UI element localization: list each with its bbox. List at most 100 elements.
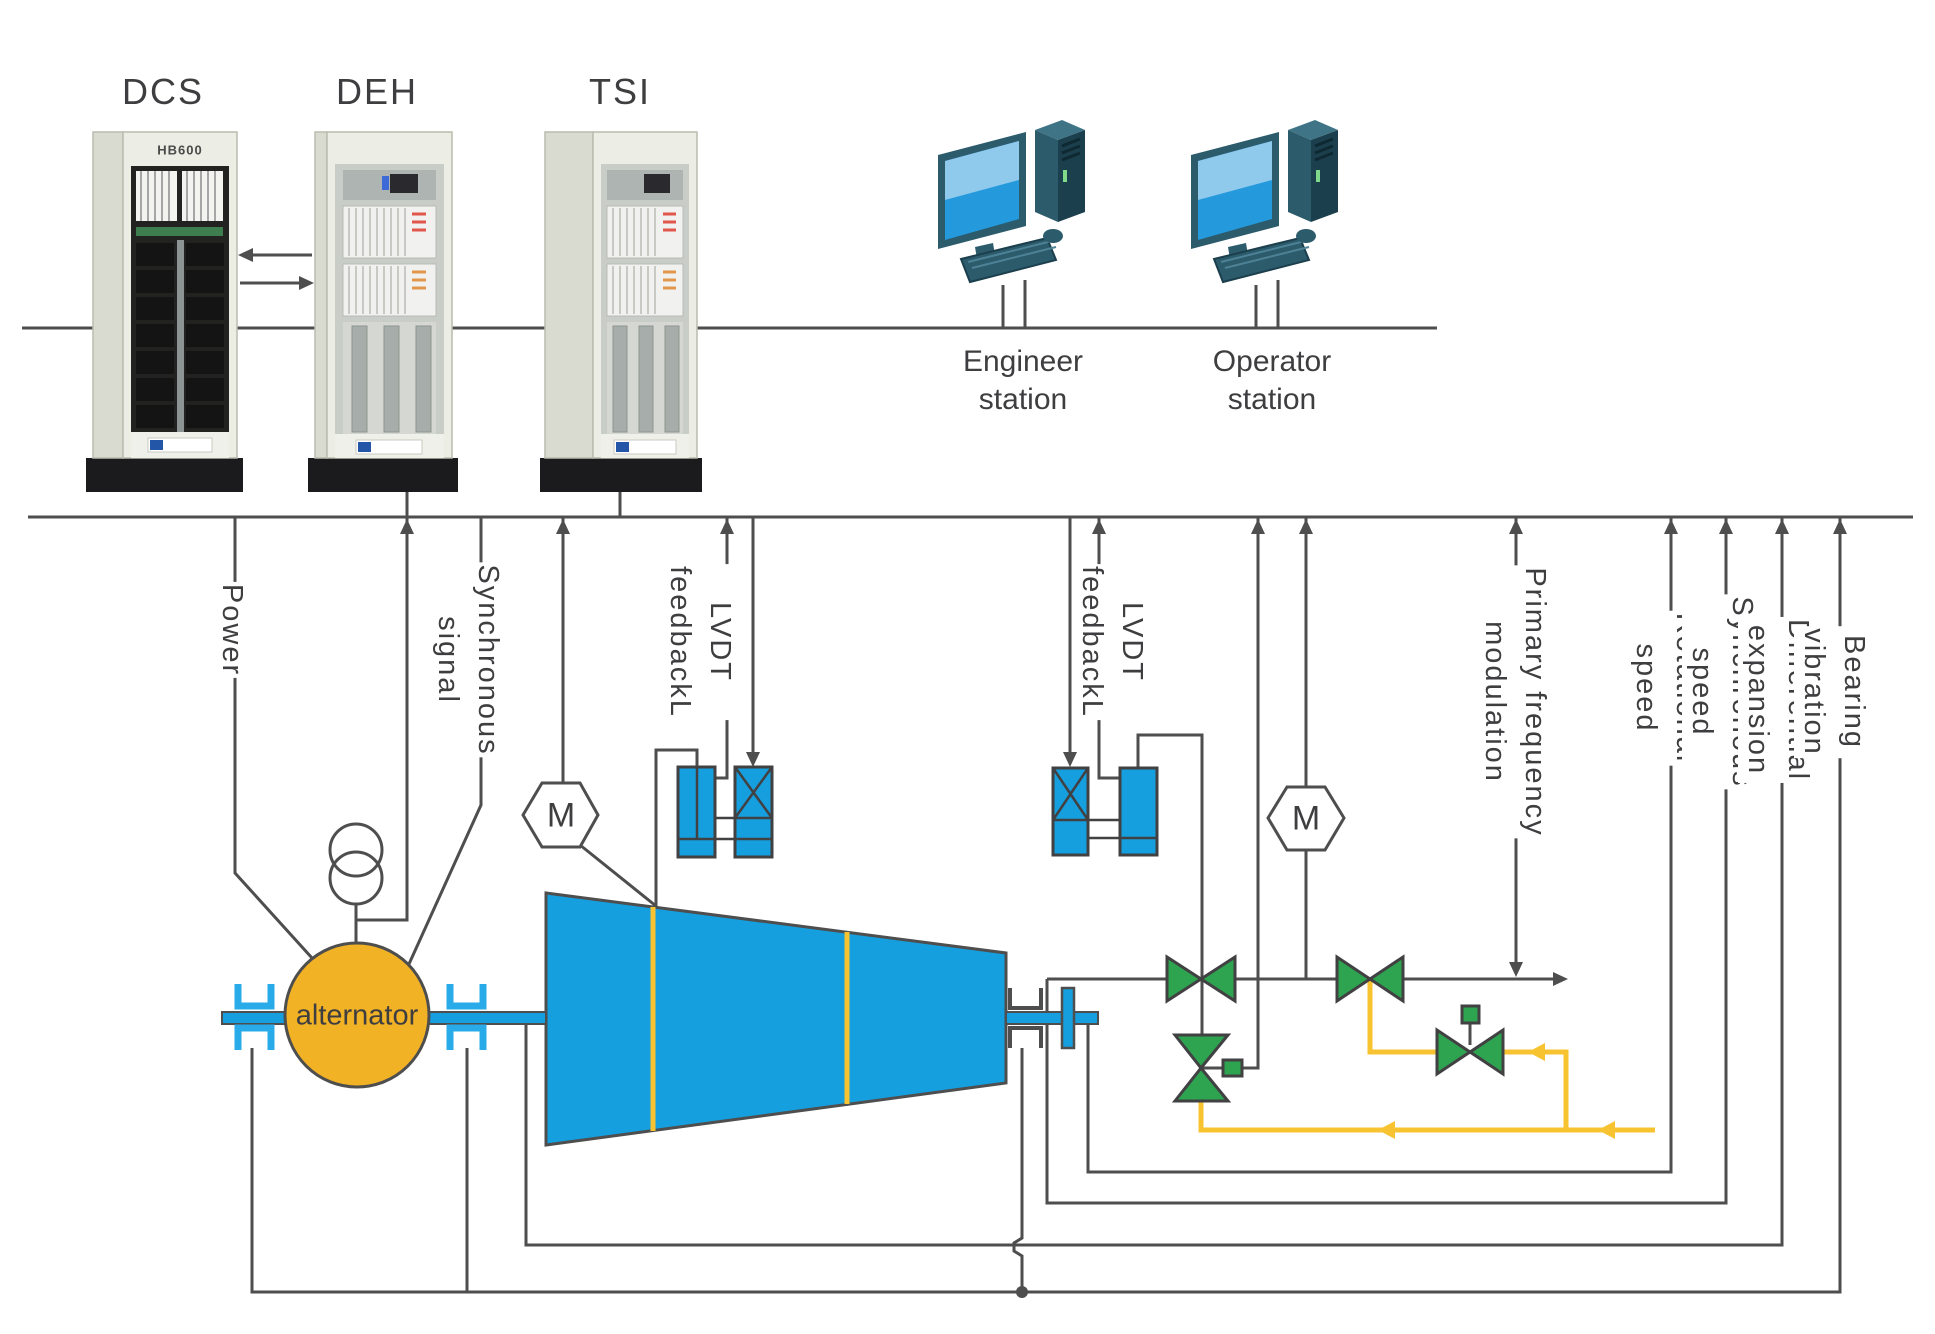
lvdt1-internals bbox=[678, 766, 774, 841]
station-legs bbox=[1001, 280, 1280, 328]
turbine-stage-dividers bbox=[650, 907, 850, 1131]
dcs-duct bbox=[177, 240, 184, 432]
valves bbox=[1165, 954, 1505, 1103]
shaft-right bbox=[1005, 1011, 1099, 1025]
valve3-left bbox=[1435, 1027, 1473, 1077]
dcs-cards bbox=[140, 171, 216, 221]
arrow-up-1306 bbox=[1299, 519, 1313, 534]
deh-title: DEH bbox=[335, 71, 419, 112]
dcs-modules bbox=[136, 243, 224, 428]
arrow-up-1671 bbox=[1664, 519, 1678, 534]
positioner-line bbox=[1242, 517, 1260, 1070]
sync-signal-label: Synchronous signal bbox=[428, 562, 508, 758]
cabinet-dcs bbox=[86, 131, 243, 492]
transformer-circle-1 bbox=[328, 822, 384, 878]
lvdt2-cylinder bbox=[1118, 766, 1159, 857]
hydraulic-lines bbox=[1198, 981, 1655, 1133]
cabinet-deh bbox=[308, 131, 458, 492]
transformer-circle-2 bbox=[328, 850, 384, 906]
arrow-up-1516 bbox=[1509, 519, 1523, 534]
dcs-cage-1 bbox=[136, 171, 177, 221]
bearing-left-top bbox=[234, 984, 275, 1010]
primary-freq-label: Primary frequency modulation bbox=[1475, 565, 1555, 839]
alternator-circle bbox=[283, 941, 431, 1089]
deh-label-strip bbox=[355, 439, 423, 455]
valve3-right bbox=[1467, 1027, 1505, 1077]
arrow-left-dcs bbox=[238, 248, 253, 262]
arrow-right-pipe bbox=[1553, 972, 1568, 986]
bearing-icons-blue bbox=[234, 984, 487, 1050]
operator-station-computer bbox=[1189, 118, 1340, 284]
deh-rack1-cards bbox=[348, 208, 406, 256]
deh-device bbox=[390, 174, 418, 193]
turbine-icon bbox=[544, 891, 1008, 1147]
trivalve-top bbox=[1171, 1033, 1232, 1071]
tsi-side bbox=[544, 131, 594, 459]
junction-dot bbox=[1016, 1286, 1028, 1298]
alternator-label: alternator bbox=[295, 999, 419, 1032]
valve2-left bbox=[1335, 954, 1373, 1004]
tsi-rail1 bbox=[612, 325, 628, 433]
motor2-hexagon bbox=[1266, 785, 1346, 852]
deh-rail3 bbox=[415, 325, 432, 433]
deh-rack1-leds bbox=[412, 212, 426, 232]
cabinet-tsi bbox=[540, 131, 702, 492]
power-label: Power bbox=[212, 581, 252, 679]
arrow-up-1099 bbox=[1092, 519, 1106, 534]
bearing-left-bottom bbox=[234, 1024, 275, 1050]
deh-device-blue bbox=[382, 176, 389, 190]
bearing-vibration-line bbox=[250, 517, 1842, 1294]
tsi-rack2-leds bbox=[663, 270, 676, 290]
motor1-label: M bbox=[546, 796, 576, 835]
arrow-up-1258 bbox=[1251, 519, 1265, 534]
arrow-right-deh bbox=[299, 276, 314, 290]
positioner-square-2 bbox=[1460, 1004, 1481, 1025]
positioner-square-1 bbox=[1221, 1058, 1244, 1078]
dcs-title: DCS bbox=[121, 71, 205, 112]
deh-sync-line bbox=[356, 492, 409, 922]
lvdt1-label: LVDT feedbackL bbox=[660, 564, 740, 720]
deh-shelf bbox=[343, 170, 436, 200]
deh-rack2-leds bbox=[412, 270, 426, 290]
oil-line-1 bbox=[1367, 981, 1437, 1055]
tsi-logo-chip bbox=[616, 442, 629, 452]
arrow-down-primary bbox=[1509, 962, 1523, 977]
tsi-rack1-leds bbox=[663, 212, 676, 232]
dcs-plinth bbox=[86, 458, 243, 492]
tsi-rack1-cards bbox=[612, 208, 656, 256]
differential-expansion-line bbox=[524, 517, 1784, 1247]
bearing-right-top bbox=[446, 984, 487, 1010]
deh-logo-chip bbox=[358, 442, 371, 452]
tsi-device bbox=[644, 174, 670, 193]
bearing-icon-dark bbox=[1008, 988, 1043, 1048]
dcs-label-strip bbox=[147, 437, 213, 453]
bearing-right-bottom bbox=[446, 1024, 487, 1050]
signal-lines bbox=[233, 253, 1842, 1294]
motor2-label: M bbox=[1291, 799, 1321, 838]
oil-arrow-2 bbox=[1378, 1121, 1395, 1139]
arrow-up-727 bbox=[720, 519, 734, 534]
bearing-turbine-bottom bbox=[1008, 1026, 1043, 1048]
deh-side bbox=[314, 131, 328, 459]
dcs-side bbox=[92, 131, 124, 459]
rotational-speed-line bbox=[1086, 517, 1673, 1174]
valve2-right bbox=[1367, 954, 1405, 1004]
oil-arrowheads bbox=[1378, 1043, 1615, 1139]
dcs-pcb bbox=[136, 227, 223, 236]
oil-arrow-1 bbox=[1528, 1043, 1545, 1061]
lvdt2-internals bbox=[1051, 767, 1157, 840]
engineer-station-label: Engineer station bbox=[962, 345, 1084, 416]
tsi-rail3 bbox=[664, 325, 680, 433]
arrow-down-753 bbox=[746, 752, 760, 767]
tsi-title: TSI bbox=[588, 71, 652, 112]
bearing-turbine-top bbox=[1008, 988, 1043, 1010]
dcs-logo-chip bbox=[150, 440, 163, 450]
lvdt1-servo bbox=[733, 765, 774, 859]
arrow-up-1726 bbox=[1719, 519, 1733, 534]
arrowheads bbox=[238, 248, 1847, 986]
oil-arrow-3 bbox=[1598, 1121, 1615, 1139]
lvdt2-valve-link bbox=[1136, 733, 1204, 1035]
arrow-up-563 bbox=[556, 519, 570, 534]
